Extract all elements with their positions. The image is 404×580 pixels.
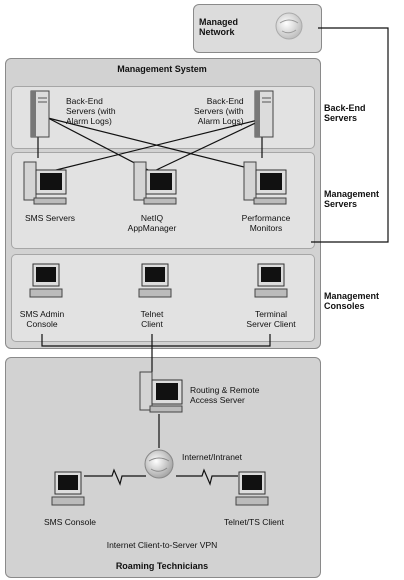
desktop-pc-icon [235,471,269,506]
management-servers-side-label: Management Servers [324,189,380,209]
server-workstation-icon [139,371,183,413]
management-system-title: Management System [117,64,207,74]
workstation-icon [243,161,287,205]
server-tower-icon [254,90,274,138]
telnet-client-label: Telnet Client [140,309,164,329]
management-consoles-side-label: Management Consoles [324,291,380,311]
globe-icon [144,449,174,479]
desktop-pc-icon [29,263,63,298]
ras-label: Routing & Remote Access Server [190,385,260,405]
workstation-icon [23,161,67,205]
workstation-icon [133,161,177,205]
backend-server-right-label: Back-End Servers (with Alarm Logs) [194,96,244,126]
sms-console-label: SMS Console [44,517,96,527]
performance-monitors-label: Performance Monitors [241,213,291,233]
sms-admin-console-label: SMS Admin Console [19,309,65,329]
globe-icon [275,12,303,40]
server-tower-icon [30,90,50,138]
roaming-technicians-title: Roaming Technicians [115,561,209,571]
telnet-ts-client-label: Telnet/TS Client [224,517,284,527]
backend-servers-side-label: Back-End Servers [324,103,366,123]
internet-intranet-label: Internet/Intranet [182,452,243,462]
desktop-pc-icon [51,471,85,506]
sms-servers-label: SMS Servers [24,213,76,223]
desktop-pc-icon [254,263,288,298]
desktop-pc-icon [138,263,172,298]
netiq-appmanager-label: NetIQ AppManager [127,213,177,233]
terminal-server-client-label: Terminal Server Client [246,309,296,329]
managed-network-label: Managed Network [199,17,239,37]
vpn-label: Internet Client-to-Server VPN [106,540,218,550]
backend-server-left-label: Back-End Servers (with Alarm Logs) [66,96,116,126]
